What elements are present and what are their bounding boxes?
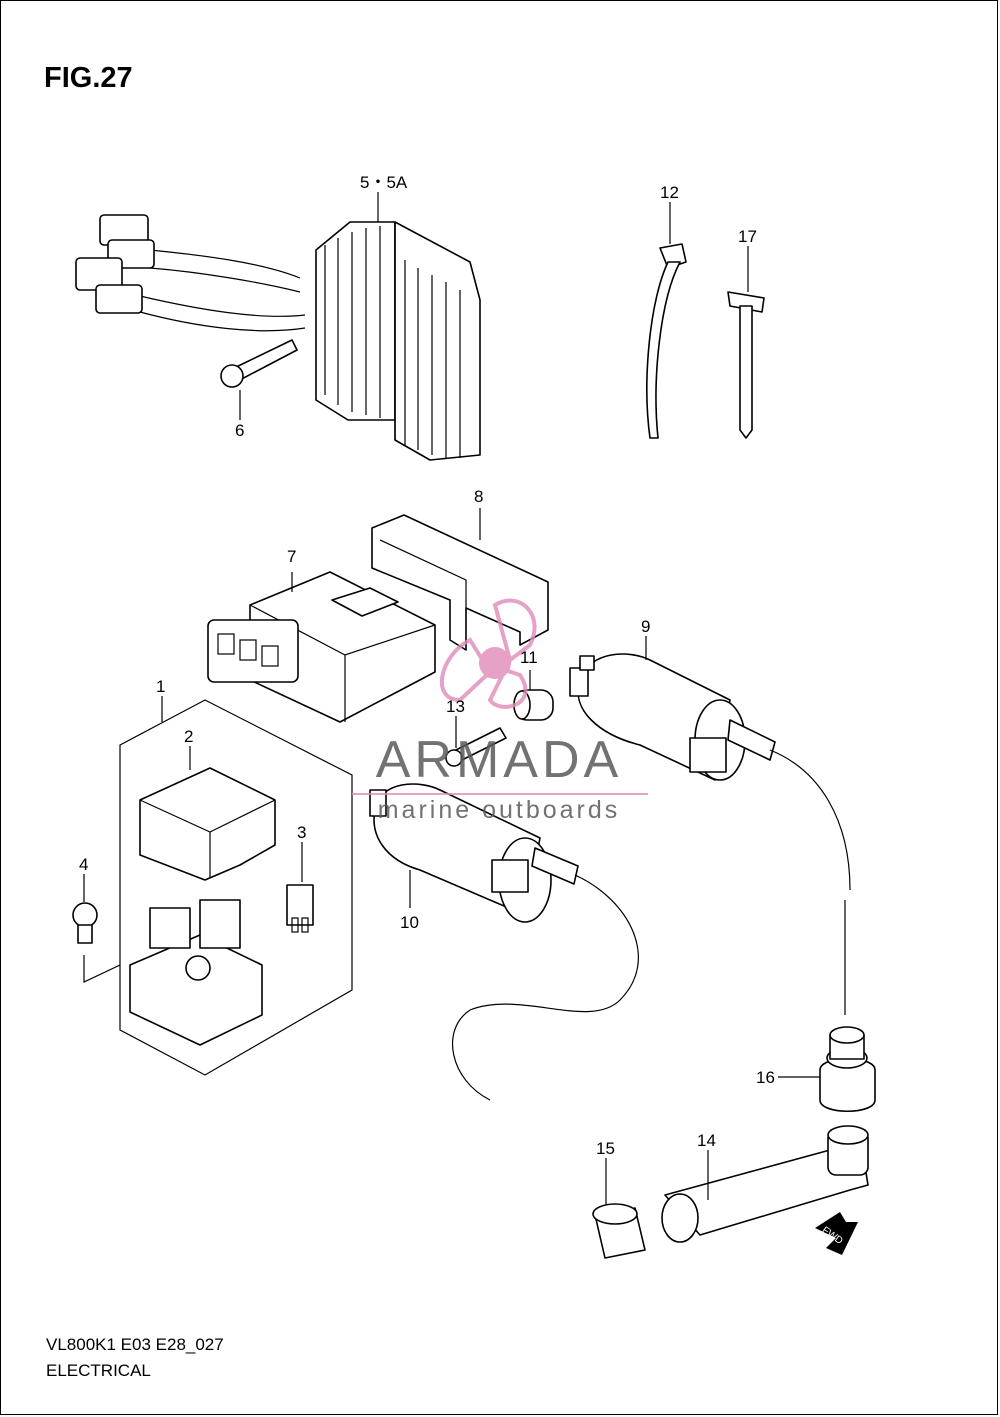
callout-1: 1 (156, 677, 165, 696)
callout-15: 15 (596, 1139, 615, 1158)
cable-clamp-17 (727, 246, 765, 439)
figure-footer: VL800K1 E03 E28_027 ELECTRICAL (46, 1332, 224, 1384)
starter-relay-assembly (72, 696, 353, 1076)
ignition-coil-9 (569, 636, 851, 1015)
cable-tie-12 (646, 202, 687, 439)
callout-8: 8 (474, 487, 483, 506)
ignition-coil-10 (369, 783, 639, 1101)
callout-14: 14 (697, 1131, 716, 1150)
callout-5: 5・5A (360, 173, 408, 192)
figure-title: FIG.27 (44, 62, 133, 94)
grommet-16 (778, 1026, 876, 1113)
plug-cap-14 (661, 1125, 869, 1243)
callout-6: 6 (235, 421, 244, 440)
wire-harness-leads (75, 214, 306, 332)
section-name: ELECTRICAL (46, 1361, 151, 1380)
callout-12: 12 (660, 183, 679, 202)
regulator-rectifier (315, 221, 481, 461)
forward-direction-arrow: FWD (815, 1212, 858, 1255)
callout-11: 11 (520, 648, 538, 667)
sleeve-15 (592, 1158, 646, 1259)
bolt-13 (445, 716, 507, 767)
watermark-propeller-icon (440, 598, 537, 709)
callout-7: 7 (287, 547, 296, 566)
callout-17: 17 (738, 227, 757, 246)
watermark-brand: ARMADA (375, 731, 623, 789)
ignitor-unit (207, 571, 436, 723)
watermark: ARMADA marine outboards (340, 590, 660, 840)
callout-9: 9 (641, 617, 650, 636)
callout-2: 2 (184, 727, 193, 746)
callout-13: 13 (446, 697, 465, 716)
callout-16: 16 (756, 1068, 775, 1087)
callout-4: 4 (79, 855, 88, 874)
callout-10: 10 (400, 913, 419, 932)
watermark-divider (352, 793, 648, 795)
watermark-tagline: marine outboards (377, 796, 621, 824)
mounting-bolt (220, 339, 298, 420)
callout-3: 3 (297, 823, 306, 842)
model-code: VL800K1 E03 E28_027 (46, 1335, 224, 1354)
ignitor-bracket (371, 508, 549, 651)
